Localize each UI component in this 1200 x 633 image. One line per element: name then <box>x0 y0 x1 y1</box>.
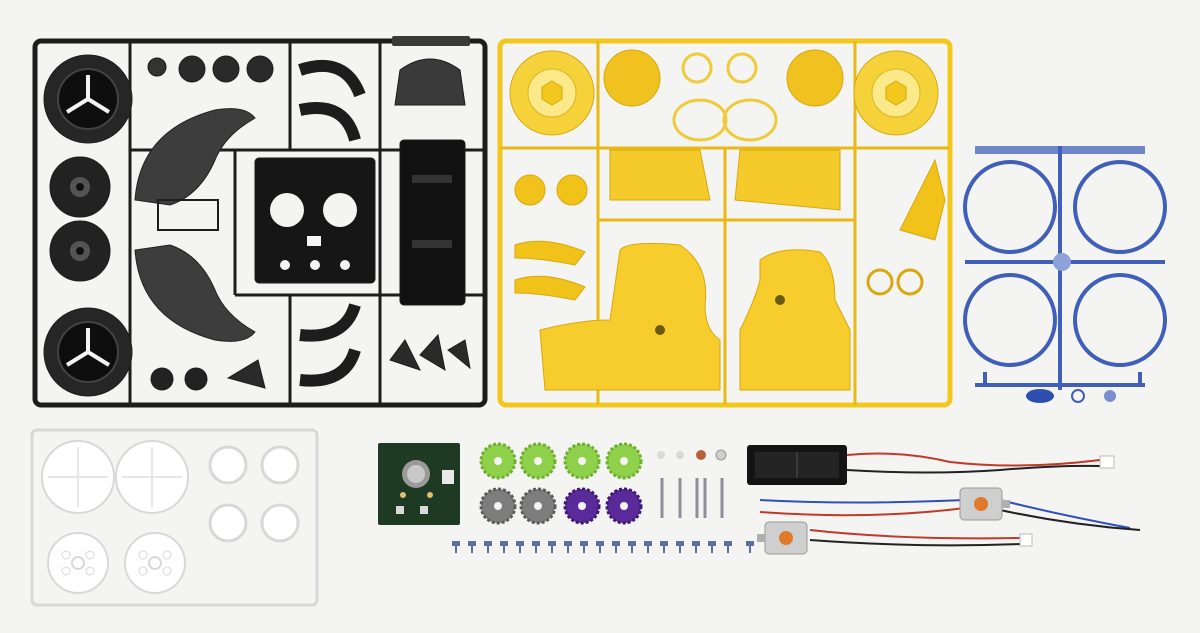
blue-ring-1 <box>963 160 1057 254</box>
black-sprue-frame <box>32 38 488 408</box>
metal-axles <box>660 478 724 518</box>
blue-parts-sprue <box>963 146 1167 403</box>
black-sprue-tag <box>392 36 470 46</box>
blue-ring-3 <box>963 273 1057 367</box>
yellow-dome-1 <box>514 174 546 206</box>
black-large-wheel-bottom <box>43 307 133 397</box>
yellow-body-hole-2 <box>775 295 785 305</box>
black-leg-shell-bottom <box>134 244 256 342</box>
yellow-fin <box>899 158 946 241</box>
black-pipe-1 <box>298 59 366 98</box>
yellow-small-gear-1 <box>866 268 894 296</box>
motor-2 <box>757 521 808 555</box>
yellow-arm-1 <box>514 240 586 266</box>
yellow-body-left <box>539 242 721 391</box>
yellow-wheel-left <box>509 50 595 136</box>
white-sprue-frame <box>30 428 319 607</box>
blue-center-hub <box>1053 253 1071 271</box>
black-face-plate <box>254 157 376 284</box>
yellow-parts-sprue <box>497 38 953 408</box>
yellow-wheel-right <box>853 50 939 136</box>
battery-box <box>747 445 847 485</box>
yellow-gear-hub-left <box>603 49 661 107</box>
black-hub-2 <box>49 220 111 282</box>
yellow-dome-2 <box>556 174 588 206</box>
black-bracket <box>157 199 219 231</box>
black-small-disc-bottom-2 <box>184 367 208 391</box>
black-dome-part <box>394 58 466 106</box>
washers-and-nuts <box>657 449 727 461</box>
black-small-discs-top <box>147 55 274 83</box>
white-pulley-2 <box>124 532 186 594</box>
gear-set <box>479 442 643 525</box>
black-pipe-4 <box>299 348 361 387</box>
black-hub-1 <box>49 156 111 218</box>
black-leg-shell-top <box>134 108 256 206</box>
blue-small-ring-2 <box>1104 390 1116 402</box>
yellow-cabin-right <box>734 149 841 211</box>
blue-oval-part <box>1026 389 1054 403</box>
white-pulley-1 <box>47 532 109 594</box>
yellow-arm-2 <box>514 275 586 301</box>
yellow-cabin-left <box>609 149 711 201</box>
blue-bottom-frame <box>975 372 1145 387</box>
black-small-disc-bottom-1 <box>150 367 174 391</box>
yellow-rings <box>672 52 778 142</box>
yellow-body-right <box>739 249 851 391</box>
wire-connectors <box>1019 455 1115 547</box>
black-parts-sprue <box>32 36 488 408</box>
motor-1 <box>959 487 1010 521</box>
black-pipe-3 <box>299 303 361 342</box>
blue-ring-4 <box>1073 273 1167 367</box>
yellow-small-gear-2 <box>896 268 924 296</box>
yellow-gear-hub-right <box>786 49 844 107</box>
screws-row <box>452 541 754 553</box>
black-pipe-2 <box>298 102 361 142</box>
black-large-wheel-top <box>43 54 133 144</box>
black-small-fin <box>226 359 266 389</box>
wires <box>759 452 1141 547</box>
white-parts-sprue <box>30 428 319 607</box>
blue-small-ring-1 <box>1071 389 1085 403</box>
blue-ring-2 <box>1073 160 1167 254</box>
circuit-board <box>378 443 460 525</box>
white-small-wheels <box>208 445 300 543</box>
black-chassis-part <box>399 139 466 306</box>
yellow-body-hole-1 <box>655 325 665 335</box>
black-claw-parts <box>389 333 471 372</box>
